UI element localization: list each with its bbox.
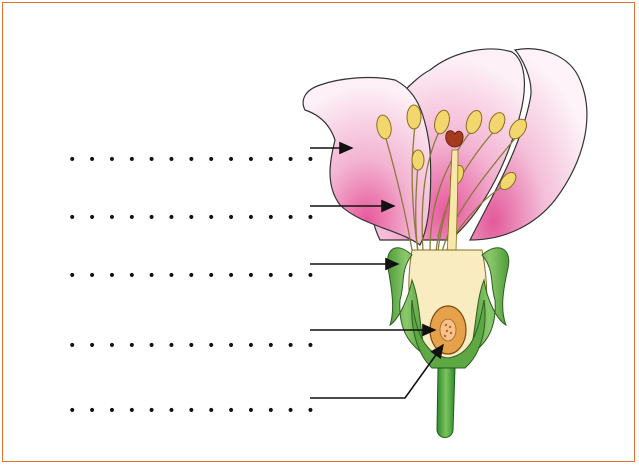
answer-blank-4[interactable]: • • • • • • • • • • • • • • • • • <box>68 339 313 353</box>
stem <box>437 368 455 438</box>
answer-blank-1[interactable]: • • • • • • • • • • • • • • • • • <box>68 153 313 167</box>
answer-blank-2[interactable]: • • • • • • • • • • • • • • • • • <box>68 211 313 225</box>
ovule <box>440 319 456 341</box>
answer-blank-3[interactable]: • • • • • • • • • • • • • • • • • <box>68 269 313 283</box>
answer-blank-5[interactable]: • • • • • • • • • • • • • • • • • <box>68 404 313 418</box>
stigma <box>446 131 463 147</box>
